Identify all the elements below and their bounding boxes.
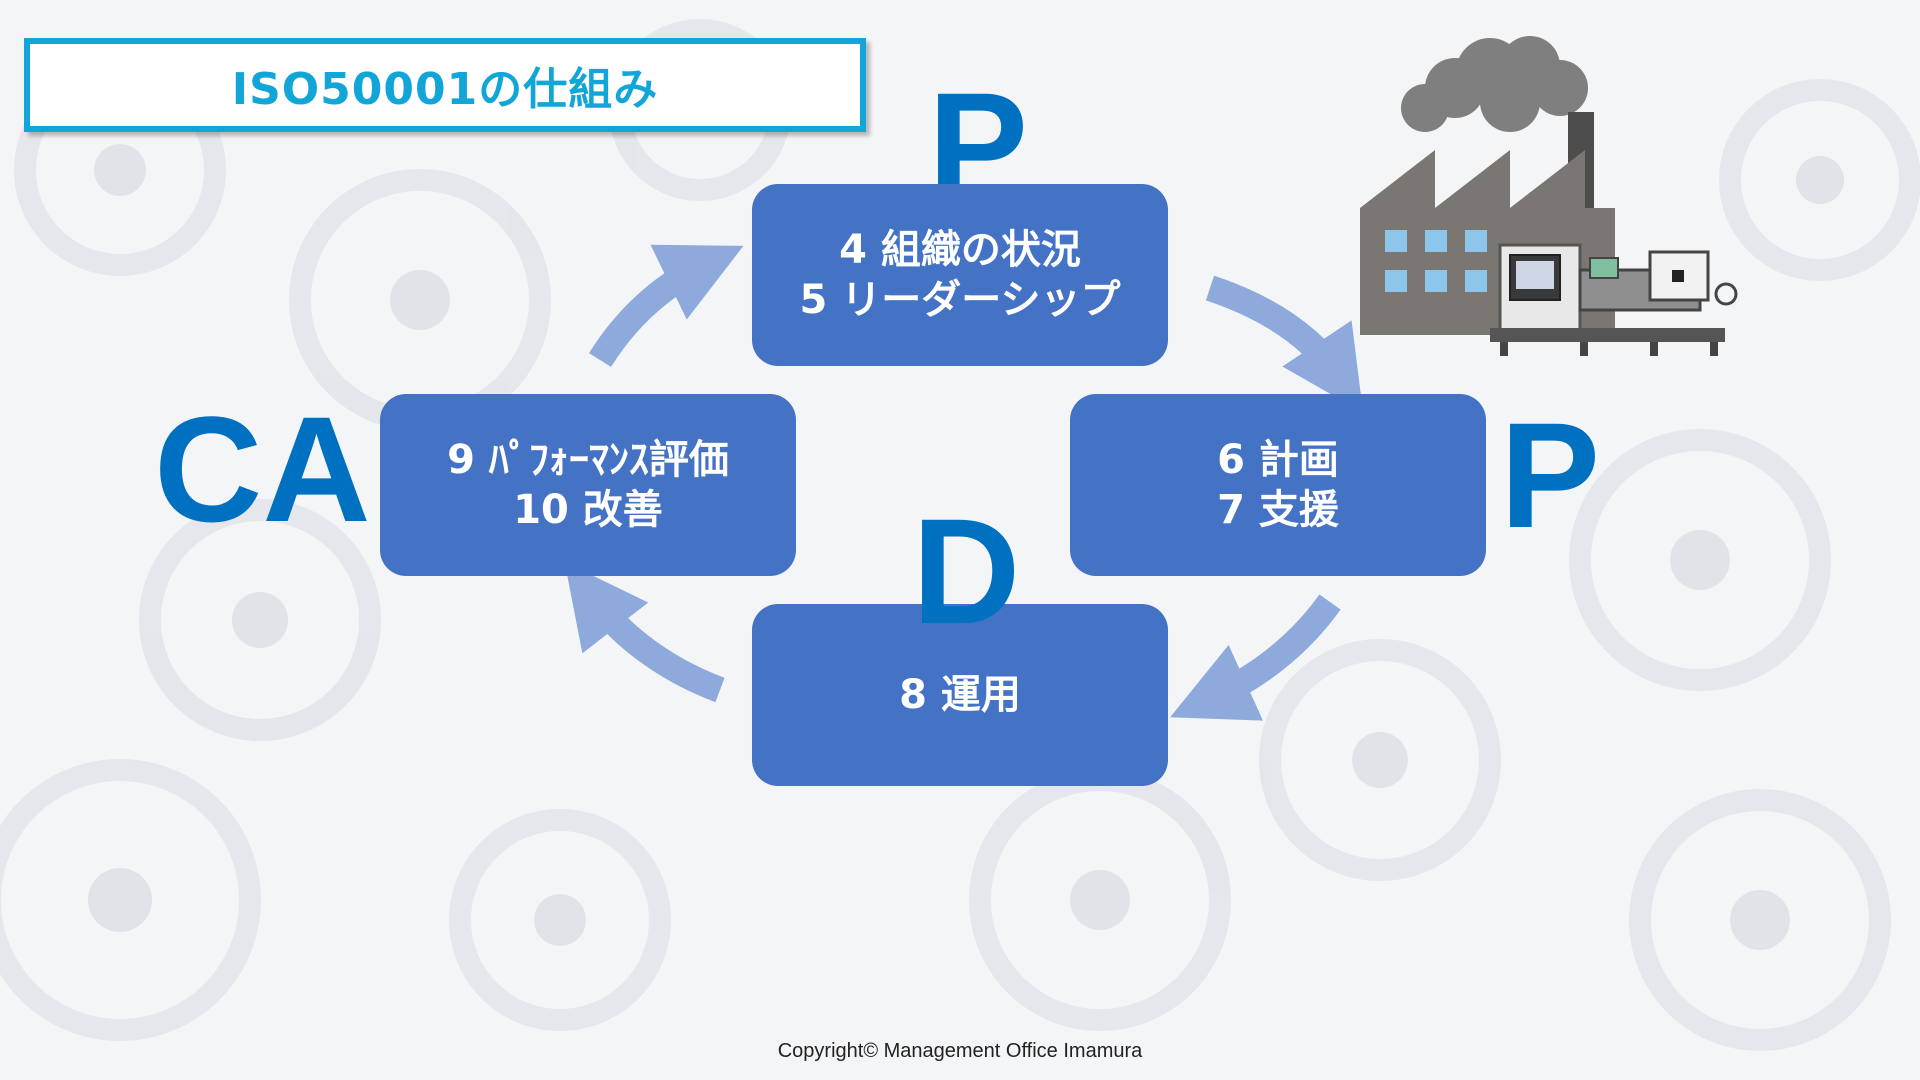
step-line: 8 運用 bbox=[899, 672, 1021, 718]
step-box-context-leadership: 4 組織の状況 5 リーダーシップ bbox=[752, 184, 1168, 366]
step-box-evaluation-improvement: 9 ﾊﾟﾌｫｰﾏﾝｽ評価 10 改善 bbox=[380, 394, 796, 576]
copyright-footer: Copyright© Management Office Imamura bbox=[777, 1040, 1143, 1062]
title-box: ISO50001の仕組み bbox=[24, 38, 866, 132]
curved-arrow-icon bbox=[564, 562, 725, 703]
page-title: ISO50001の仕組み bbox=[231, 64, 659, 115]
factory-illustration-icon bbox=[1360, 36, 1738, 356]
curved-arrow-icon bbox=[1170, 594, 1341, 721]
step-box-operation: 8 運用 bbox=[752, 604, 1168, 786]
step-line: 7 支援 bbox=[1217, 487, 1339, 533]
step-line: 9 ﾊﾟﾌｫｰﾏﾝｽ評価 bbox=[447, 437, 729, 483]
phase-label-plan-secondary: P bbox=[1500, 391, 1601, 559]
step-line: 10 改善 bbox=[513, 487, 663, 533]
step-box-planning-support: 6 計画 7 支援 bbox=[1070, 394, 1486, 576]
step-line: 6 計画 bbox=[1217, 437, 1339, 483]
phase-label-do: D bbox=[912, 487, 1021, 655]
curved-arrow-icon bbox=[1205, 275, 1364, 413]
step-line: 5 リーダーシップ bbox=[799, 277, 1121, 323]
phase-label-check-act: CA bbox=[154, 385, 371, 553]
curved-arrow-icon bbox=[588, 244, 744, 367]
step-line: 4 組織の状況 bbox=[839, 227, 1081, 273]
